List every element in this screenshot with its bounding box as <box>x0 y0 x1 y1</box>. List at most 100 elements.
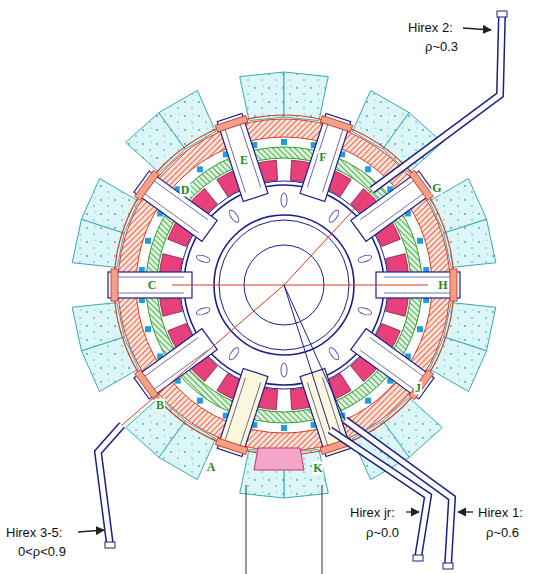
sightline <box>284 285 330 430</box>
port-inner <box>384 277 452 278</box>
port-letter: F <box>318 151 327 164</box>
blue-square <box>145 238 151 244</box>
limiter-tile <box>327 209 340 224</box>
blue-square <box>365 166 371 172</box>
limiter-tile <box>327 346 340 361</box>
spectrometer-wall <box>98 425 122 545</box>
limiter-tile <box>227 209 240 224</box>
port-letter: H <box>437 279 448 292</box>
port-letter: A <box>206 461 217 474</box>
limiter-tile <box>281 193 287 207</box>
instrument-label: Hirex jr: <box>350 505 395 520</box>
port <box>297 113 353 203</box>
leader-arrow <box>78 530 104 532</box>
bottom-support <box>254 448 304 470</box>
support-leg <box>246 485 247 574</box>
limiter-tile <box>196 306 211 316</box>
leader-arrow <box>463 28 491 30</box>
port-flange <box>215 438 248 455</box>
port-duct <box>134 329 217 399</box>
port-inner <box>370 193 425 233</box>
spectrometer-bore <box>345 420 452 566</box>
sightline <box>172 285 428 286</box>
blue-square <box>197 398 203 404</box>
sightline <box>284 190 372 285</box>
instrument-label: ρ~0.6 <box>486 525 519 540</box>
port-inner <box>370 337 425 377</box>
port-letter: J <box>414 382 422 395</box>
port-letter: E <box>239 154 249 167</box>
port-flange <box>450 269 457 301</box>
detector <box>497 11 507 17</box>
port-letter: D <box>180 184 191 197</box>
port-letter: K <box>312 462 323 475</box>
spectrometer <box>372 11 507 190</box>
instrument-label: Hirex 1: <box>478 505 523 520</box>
spectrometer-wall <box>345 420 452 566</box>
sightline <box>284 285 345 420</box>
instrument-label: Hirex 3-5: <box>6 525 62 540</box>
port-flange <box>320 116 353 133</box>
blue-square <box>281 425 287 431</box>
spectrometer <box>345 420 453 569</box>
port-inner <box>153 180 208 220</box>
port <box>349 169 436 244</box>
port-duct <box>134 171 217 241</box>
port-inner <box>116 293 184 294</box>
support-leg <box>322 485 323 574</box>
blue-square <box>197 166 203 172</box>
blue-square <box>145 326 151 332</box>
port-flange <box>409 170 433 200</box>
port-letter: C <box>147 279 158 292</box>
port-flange <box>135 170 159 200</box>
detector <box>413 555 423 561</box>
port-letter: B <box>155 399 165 412</box>
instrument-label: ρ~0.3 <box>425 39 458 54</box>
port <box>132 169 219 244</box>
port-letter: G <box>431 182 442 195</box>
port-inner <box>240 123 261 188</box>
outer-block <box>240 72 284 121</box>
port-inner <box>143 193 198 233</box>
limiter-tile <box>357 306 372 316</box>
port <box>349 326 436 401</box>
limiter-tile <box>281 363 287 377</box>
leader-arrow <box>406 511 419 512</box>
port-inner <box>384 293 452 294</box>
spectrometer-wall <box>372 14 502 190</box>
instrument-label: 0<ρ<0.9 <box>18 544 66 559</box>
port-inner <box>143 337 198 377</box>
port <box>214 368 270 458</box>
blue-square <box>417 326 423 332</box>
instrument-label: ρ~0.0 <box>366 525 399 540</box>
port-inner <box>360 350 415 390</box>
blue-square <box>365 398 371 404</box>
port-flange <box>111 269 118 301</box>
outer-block <box>284 72 328 121</box>
port <box>132 326 219 401</box>
blue-square <box>281 139 287 145</box>
port-duct <box>351 171 434 241</box>
limiter-tile <box>227 346 240 361</box>
port-inner <box>116 277 184 278</box>
port <box>214 113 270 203</box>
limiter-tile <box>357 254 372 264</box>
limiter-tile <box>196 254 211 264</box>
detector <box>443 563 453 569</box>
leader-arrow <box>458 511 473 512</box>
port-inner <box>240 383 261 448</box>
port-inner <box>224 378 245 443</box>
port-flange <box>135 370 159 400</box>
port-flange <box>409 370 433 400</box>
instrument-label: Hirex 2: <box>408 20 453 35</box>
port-inner <box>307 123 328 188</box>
port-duct <box>351 329 434 399</box>
sightline <box>122 285 284 425</box>
spectrometer-bore <box>372 14 502 190</box>
outer-structure <box>72 72 496 498</box>
port-flange <box>215 116 248 133</box>
detector <box>105 542 115 548</box>
spectrometer-bore <box>98 425 122 545</box>
